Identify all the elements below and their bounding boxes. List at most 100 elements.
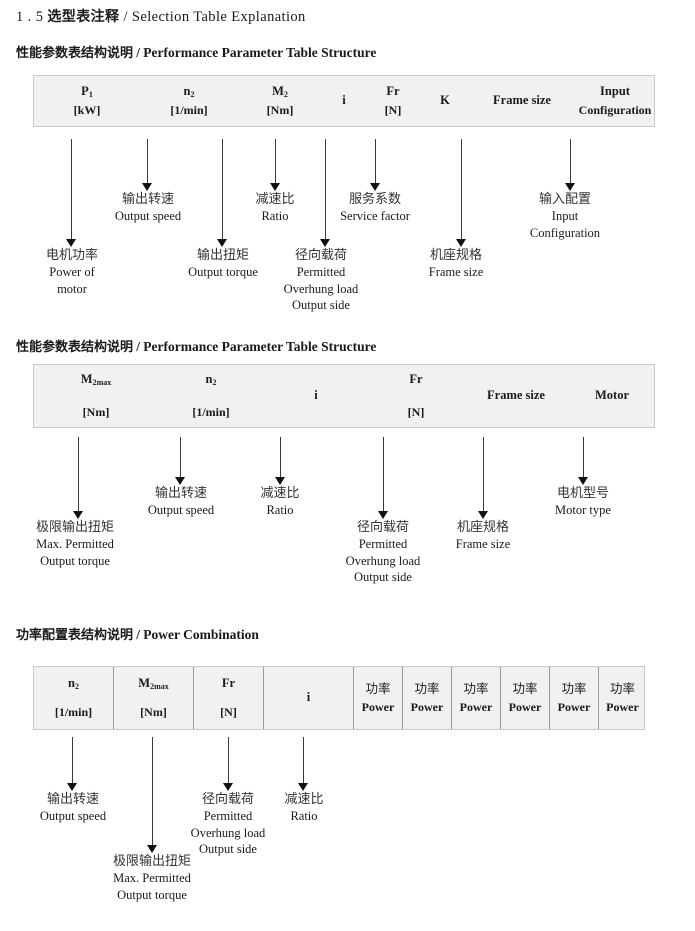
section-2-heading: 性能参数表结构说明 / Performance Parameter Table … — [16, 336, 376, 355]
table2-col-n2-subscript: 2 — [212, 378, 217, 388]
callout-output-speed-1: 输出转速 Output speed — [88, 191, 208, 225]
power-combination-table: n2 [1/min] M2max [Nm] Fr [N] i 功率 Power … — [33, 666, 645, 730]
table3-col-i-symbol: i — [306, 690, 311, 705]
page-title-separator: / — [123, 9, 128, 25]
table3-col-power-1: 功率 Power — [354, 667, 403, 729]
callout-overhung-load-3-en-1: Permitted — [203, 809, 253, 824]
callout-max-permitted-output-torque-1: 极限输出扭矩 Max. Permitted Output torque — [19, 519, 131, 569]
callout-frame-size-1: 机座规格 Frame size — [406, 247, 506, 281]
callout-overhung-load-1-en-3: Output side — [292, 298, 350, 313]
table2-col-frame-size-label: Frame size — [487, 388, 545, 403]
table1-col-i: i — [322, 76, 366, 126]
callout-power-of-motor-cn: 电机功率 — [45, 248, 98, 263]
table3-col-n2-subscript: 2 — [74, 682, 79, 692]
callout-ratio-1-cn: 减速比 — [255, 192, 295, 207]
callout-ratio-3-cn: 减速比 — [284, 792, 324, 807]
callout-max-permitted-output-torque-1-cn: 极限输出扭矩 — [35, 520, 114, 535]
table3-col-m2max: M2max [Nm] — [114, 667, 194, 729]
callout-ratio-2-en: Ratio — [266, 503, 294, 518]
section-1-heading-separator: / — [136, 45, 141, 60]
callout-max-permitted-output-torque-2: 极限输出扭矩 Max. Permitted Output torque — [96, 853, 208, 903]
table3-col-n2-unit: [1/min] — [54, 705, 93, 720]
callout-max-permitted-output-torque-2-cn: 极限输出扭矩 — [112, 854, 191, 869]
table2-col-motor: Motor — [568, 365, 656, 427]
table3-col-fr-unit: [N] — [220, 705, 237, 720]
callout-output-speed-3-en: Output speed — [39, 809, 107, 824]
performance-parameter-table-2: M2max [Nm] n2 [1/min] i Fr [N] Frame siz… — [33, 364, 655, 428]
callout-overhung-load-2-en-2: Overhung load — [345, 553, 421, 568]
table3-col-fr: Fr [N] — [194, 667, 264, 729]
callout-output-torque: 输出扭矩 Output torque — [163, 247, 283, 281]
table1-col-m2-symbol: M — [272, 84, 284, 99]
table3-col-power-6: 功率 Power — [599, 667, 646, 729]
callout-ratio-2: 减速比 Ratio — [238, 485, 322, 519]
callout-power-of-motor: 电机功率 Power of motor — [22, 247, 122, 297]
table1-col-m2-subscript: 2 — [283, 90, 288, 100]
section-1-heading-cn: 性能参数表结构说明 — [16, 46, 134, 61]
table2-col-fr-symbol: Fr — [409, 372, 423, 387]
callout-overhung-load-3-cn: 径向载荷 — [201, 792, 254, 807]
table3-col-power-3-cn: 功率 — [463, 681, 489, 697]
callout-output-torque-en: Output torque — [188, 265, 258, 280]
callout-ratio-3-en: Ratio — [290, 809, 318, 824]
callout-max-permitted-output-torque-1-en-2: Output torque — [40, 553, 110, 568]
table2-col-n2: n2 [1/min] — [158, 365, 264, 427]
table1-col-input-configuration-line2: Configuration — [578, 103, 652, 118]
callout-ratio-1: 减速比 Ratio — [233, 191, 317, 225]
callout-motor-type: 电机型号 Motor type — [528, 485, 638, 519]
callout-overhung-load-1-cn: 径向载荷 — [294, 248, 347, 263]
table3-col-power-1-cn: 功率 — [365, 681, 391, 697]
table3-col-power-4: 功率 Power — [501, 667, 550, 729]
callout-max-permitted-output-torque-2-en-1: Max. Permitted — [113, 871, 191, 886]
table1-col-fr-unit: [N] — [384, 103, 402, 118]
callout-output-speed-2: 输出转速 Output speed — [121, 485, 241, 519]
callout-ratio-1-en: Ratio — [261, 209, 289, 224]
table2-col-motor-label: Motor — [594, 388, 629, 403]
callout-service-factor-en: Service factor — [340, 209, 410, 224]
table2-col-m2max-unit: [Nm] — [82, 405, 110, 420]
callout-overhung-load-1: 径向载荷 Permitted Overhung load Output side — [266, 247, 376, 314]
callout-frame-size-1-cn: 机座规格 — [429, 248, 482, 263]
table3-col-i: i — [264, 667, 354, 729]
callout-overhung-load-1-en-1: Permitted — [296, 265, 346, 280]
callout-frame-size-2: 机座规格 Frame size — [428, 519, 538, 553]
table3-col-power-3-en: Power — [459, 700, 493, 715]
table1-col-p1: P1 [kW] — [34, 76, 140, 126]
callout-frame-size-2-en: Frame size — [455, 537, 511, 552]
table3-col-m2max-symbol: M — [138, 676, 151, 691]
table1-col-n2-subscript: 2 — [190, 90, 195, 100]
callout-output-torque-cn: 输出扭矩 — [196, 248, 249, 263]
callout-frame-size-2-cn: 机座规格 — [456, 520, 509, 535]
section-1-heading: 性能参数表结构说明 / Performance Parameter Table … — [16, 42, 376, 61]
callout-motor-type-en: Motor type — [555, 503, 611, 518]
table2-col-m2max-symbol: M — [80, 372, 93, 387]
table1-col-p1-subscript: 1 — [88, 90, 93, 100]
table2-col-m2max: M2max [Nm] — [34, 365, 158, 427]
table1-col-frame-size: Frame size — [470, 76, 574, 126]
callout-output-speed-3-cn: 输出转速 — [46, 792, 99, 807]
callout-ratio-3: 减速比 Ratio — [262, 791, 346, 825]
section-2-heading-separator: / — [136, 339, 141, 354]
table3-col-power-2: 功率 Power — [403, 667, 452, 729]
table2-col-i: i — [264, 365, 368, 427]
table1-col-i-symbol: i — [342, 93, 346, 108]
section-3-heading-en: Power Combination — [143, 627, 259, 642]
table3-col-power-5-cn: 功率 — [561, 681, 587, 697]
callout-output-speed-2-cn: 输出转速 — [154, 486, 207, 501]
callout-output-speed-3: 输出转速 Output speed — [13, 791, 133, 825]
table3-col-power-2-cn: 功率 — [414, 681, 440, 697]
section-3-heading-cn: 功率配置表结构说明 — [16, 628, 134, 643]
callout-ratio-2-cn: 减速比 — [260, 486, 300, 501]
table3-col-n2: n2 [1/min] — [34, 667, 114, 729]
table2-col-frame-size: Frame size — [464, 365, 568, 427]
table3-col-power-3: 功率 Power — [452, 667, 501, 729]
table3-col-power-4-en: Power — [508, 700, 542, 715]
callout-service-factor-cn: 服务系数 — [348, 192, 401, 207]
table1-col-p1-unit: [kW] — [73, 103, 101, 118]
table2-col-n2-unit: [1/min] — [192, 405, 230, 420]
page-title-cn: 选型表注释 — [47, 9, 120, 25]
table3-col-power-5: 功率 Power — [550, 667, 599, 729]
callout-overhung-load-2: 径向载荷 Permitted Overhung load Output side — [328, 519, 438, 586]
section-3-heading: 功率配置表结构说明 / Power Combination — [16, 624, 259, 643]
